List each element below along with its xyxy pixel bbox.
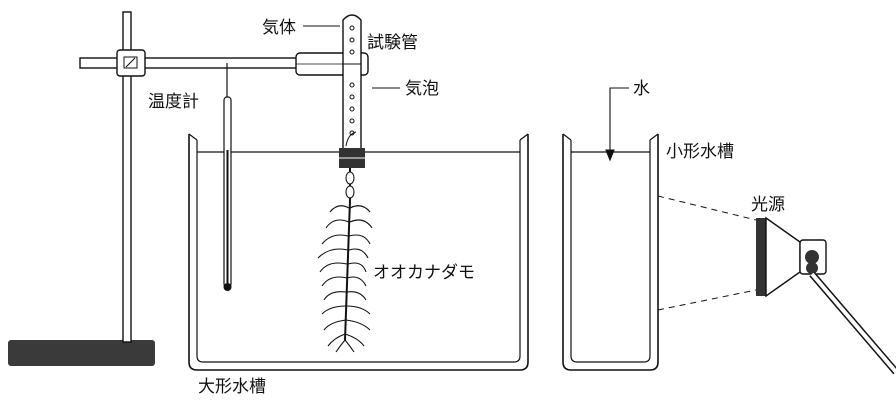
label-test-tube: 試験管	[367, 33, 418, 53]
label-light-source: 光源	[751, 195, 785, 215]
label-bubbles: 気泡	[405, 79, 439, 99]
label-thermometer: 温度計	[148, 92, 199, 112]
thermometer	[223, 63, 232, 291]
leader-lines	[303, 25, 629, 162]
bubbles	[349, 25, 355, 136]
label-gas: 気体	[262, 18, 296, 38]
stand	[8, 11, 369, 366]
stand-clamp-holder	[116, 49, 146, 77]
label-water: 水	[633, 79, 650, 99]
stand-base	[8, 340, 155, 366]
light-source	[756, 216, 896, 375]
label-large-tank: 大形水槽	[198, 377, 266, 396]
label-small-tank: 小形水槽	[666, 142, 734, 162]
label-plant: オオカナダモ	[373, 263, 475, 283]
plant	[317, 168, 373, 353]
light-beams	[657, 195, 757, 311]
stand-arm	[79, 57, 306, 69]
small-tank	[562, 133, 659, 371]
large-tank	[188, 133, 529, 371]
test-tube	[339, 14, 365, 168]
stand-pole	[122, 11, 132, 343]
